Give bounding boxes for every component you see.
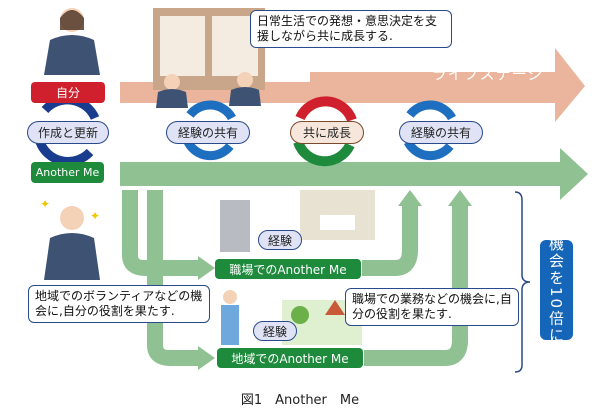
brace: [514, 191, 531, 373]
grow-together-label: 共に成長: [290, 121, 364, 144]
person-illustration-self: [44, 8, 100, 75]
community-another-me-label: 地域でのAnother Me: [217, 348, 363, 368]
ten-times-opportunity-label: 機会を10倍に: [540, 236, 573, 344]
experience-label-2: 経験: [253, 321, 297, 341]
share-label-1: 経験の共有: [166, 121, 250, 144]
person-illustration-bottom: ✦✦: [40, 197, 100, 280]
create-update-label: 作成と更新: [27, 121, 109, 144]
figure-caption: 図1 Another Me: [240, 392, 360, 408]
life-stage-label: ライフステージ: [431, 64, 544, 83]
another-me-label: Another Me: [31, 162, 104, 183]
grow-cycle-icon: [293, 96, 357, 167]
share-cycle-icon-1: [183, 100, 236, 161]
branch-arrows: [122, 190, 468, 366]
svg-text:✦: ✦: [90, 209, 100, 223]
svg-text:✦: ✦: [40, 197, 50, 211]
community-speech-bubble: 地域でのボランティアなどの機会に,自分の役割を果たす.: [28, 285, 210, 323]
life-stage-arrow: [120, 48, 585, 122]
another-me-arrow: [120, 148, 588, 200]
top-speech-bubble: 日常生活での発想・意思決定を支援しながら共に成長する.: [250, 10, 452, 48]
share-label-2: 経験の共有: [399, 121, 483, 144]
office-illustration: [300, 190, 375, 240]
community-avatar-illustration: [221, 290, 239, 345]
workplace-avatar-illustration: [220, 200, 250, 252]
store-illustration: [153, 8, 265, 108]
arrow-heads: [198, 190, 472, 370]
workplace-another-me-label: 職場でのAnother Me: [215, 259, 361, 279]
self-label: 自分: [31, 82, 105, 103]
share-cycle-icon-2: [403, 100, 456, 161]
experience-label-1: 経験: [258, 230, 302, 250]
workplace-speech-bubble: 職場での業務などの機会に,自分の役割を果たす.: [345, 288, 519, 326]
